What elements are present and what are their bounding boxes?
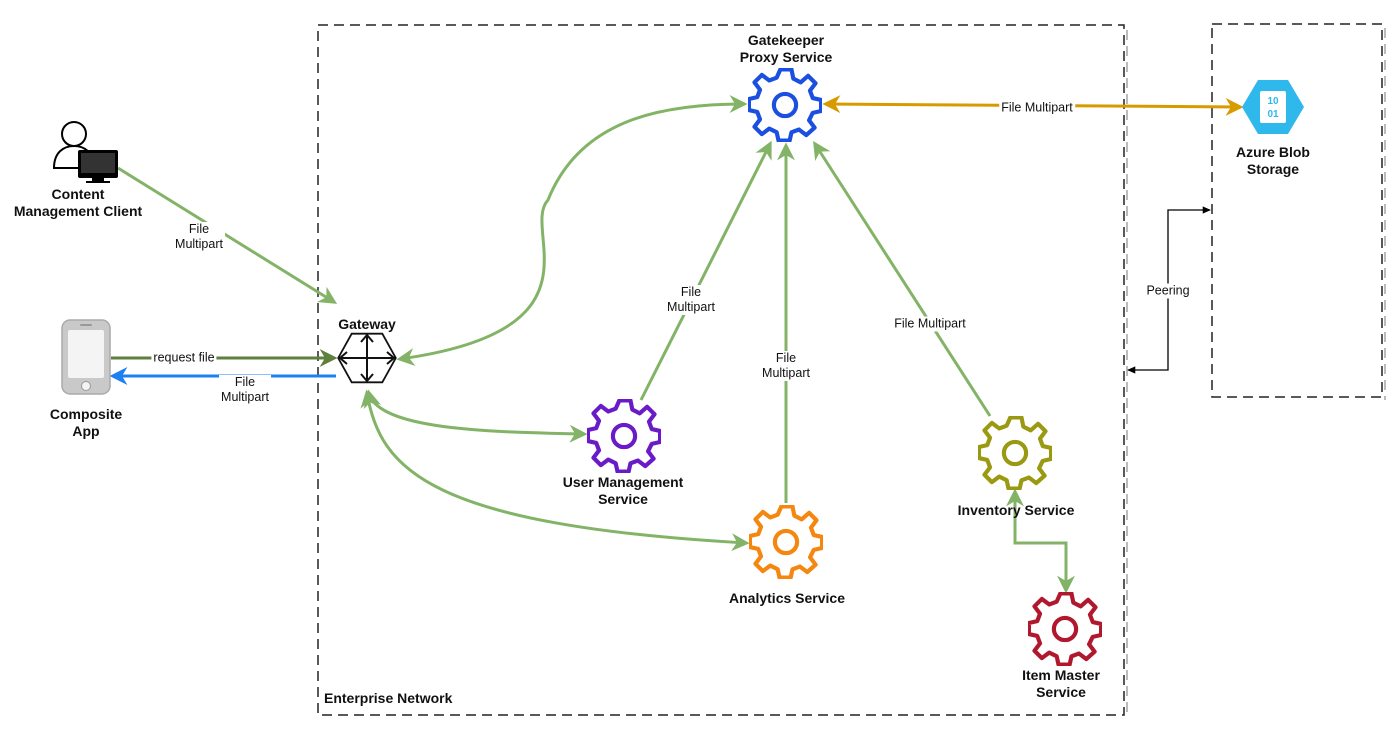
edge-cms-to-gateway <box>117 166 338 304</box>
node-label-composite-app: Composite App <box>49 406 123 439</box>
gateway-icon <box>337 332 397 384</box>
node-label-gatekeeper: Gatekeeper Proxy Service <box>739 32 833 65</box>
edge-user-to-gatekeeper <box>639 140 772 401</box>
edge-label-peering: Peering <box>1144 283 1192 299</box>
node-label-gateway: Gateway <box>338 316 396 332</box>
user-management-gear-icon <box>588 400 660 471</box>
analytics-gear-icon <box>750 506 822 577</box>
mobile-phone-icon <box>61 319 111 395</box>
edge-label-cms-to-gateway: File Multipart <box>173 222 225 252</box>
azure-boundary <box>1211 23 1383 398</box>
edge-inventory-item-master <box>1006 488 1075 594</box>
edge-inventory-to-gatekeeper <box>813 140 992 417</box>
user-computer-icon <box>52 121 118 183</box>
edge-gateway-gatekeeper <box>396 95 748 366</box>
node-label-item-master: Item Master Service <box>1022 667 1100 700</box>
edge-gateway-analytics <box>360 389 750 552</box>
edge-label-analytics-to-gatekeeper: File Multipart <box>760 351 812 381</box>
inventory-gear-icon <box>979 417 1051 488</box>
node-label-azure-blob: Azure Blob Storage <box>1236 144 1310 177</box>
svg-text:10: 10 <box>1267 96 1279 107</box>
gatekeeper-gear-icon <box>749 69 821 140</box>
item-master-gear-icon <box>1029 593 1101 664</box>
node-label-analytics: Analytics Service <box>729 590 845 606</box>
node-label-user-management: User Management Service <box>562 474 684 507</box>
node-label-cms-client: Content Management Client <box>13 186 143 219</box>
edge-label-app-request: request file <box>151 350 217 366</box>
region-label-enterprise: Enterprise Network <box>324 690 453 706</box>
edge-label-user-to-gatekeeper: File Multipart <box>665 285 717 315</box>
edge-label-gatekeeper-blob: File Multipart <box>999 100 1075 116</box>
edge-label-inventory-to-gatekeeper: File Multipart <box>892 316 968 332</box>
edge-label-gateway-to-app: File Multipart <box>219 375 271 405</box>
svg-text:01: 01 <box>1267 109 1279 120</box>
enterprise-network-boundary <box>317 24 1125 716</box>
edge-gateway-user-mgmt <box>363 389 588 443</box>
node-label-inventory: Inventory Service <box>957 502 1075 518</box>
blob-storage-icon: 10 01 <box>1242 80 1304 134</box>
